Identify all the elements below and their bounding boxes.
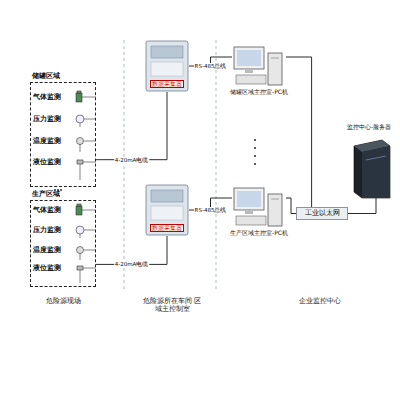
zone-divider — [124, 40, 125, 292]
region-heading: 储罐区域 — [32, 72, 60, 80]
data-collector: 数据采集器 — [145, 40, 189, 92]
edge-label: RS-485总线 — [194, 207, 228, 213]
pc-label: 生产区域主控室-PC机 — [226, 230, 292, 237]
cable-line — [96, 236, 167, 264]
network-label: 工业以太网 — [305, 209, 340, 217]
sensor-label: 液位监测 — [33, 264, 61, 272]
sensor-icons — [76, 91, 96, 180]
pc-label: 储罐区域主控室-PC机 — [226, 89, 292, 96]
edge-label: 4-20mA电缆 — [114, 261, 150, 267]
sensor-label: 温度监测 — [33, 246, 61, 254]
region-heading: 生产区域 — [32, 190, 60, 198]
edge-label: RS-485总线 — [194, 63, 228, 69]
ellipsis-dots — [54, 139, 256, 191]
server-label: 监控中心-服务器 — [342, 124, 396, 131]
zone-label: 危险源所在车间 区域主控制室 — [140, 297, 204, 313]
sensor-label: 压力监测 — [33, 115, 61, 123]
sensor-label: 气体监测 — [33, 93, 61, 101]
data-collector: 数据采集器 — [145, 184, 189, 236]
zone-label: 危险源现场 — [30, 297, 96, 305]
cable-line — [348, 198, 376, 214]
pc-workstation: 生产区域主控室-PC机 — [232, 186, 286, 256]
edge-label: 4-20mA电缆 — [114, 157, 150, 163]
pc-workstation: 储罐区域主控室-PC机 — [232, 45, 286, 115]
cable-line — [96, 92, 167, 160]
ethernet-box: 工业以太网 — [296, 207, 348, 220]
cable-line — [286, 57, 312, 207]
sensor-icons — [76, 204, 96, 283]
sensor-label: 气体监测 — [33, 206, 61, 214]
server-tower: 监控中心-服务器 — [346, 124, 396, 202]
zone-divider — [216, 40, 217, 292]
zone-label: 企业监控中心 — [280, 297, 360, 305]
sensor-label: 压力监测 — [33, 226, 61, 234]
device-label: 数据采集器 — [150, 224, 184, 232]
sensor-label: 液位监测 — [33, 158, 61, 166]
cable-line — [286, 198, 296, 214]
sensor-label: 温度监测 — [33, 137, 61, 145]
device-label: 数据采集器 — [150, 80, 184, 88]
